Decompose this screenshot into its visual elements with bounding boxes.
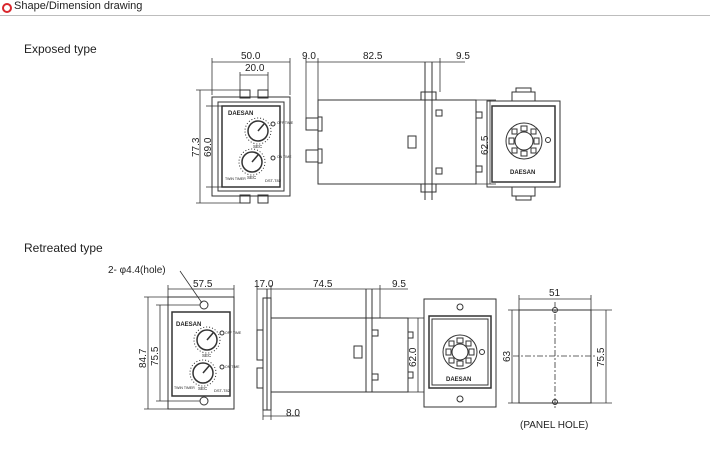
- retreated-socket-view: [423, 298, 497, 408]
- dim-exposed-height-690: 69.0: [203, 137, 214, 157]
- exposed-front-view: [211, 89, 291, 204]
- dim-retreated-side-745: 74.5: [313, 279, 333, 290]
- panel-hole-label: (PANEL HOLE): [520, 420, 588, 431]
- exposed-front-dims: [196, 58, 291, 204]
- exposed-lamp1-label: OFF TIME: [277, 121, 294, 125]
- dim-panel-hole-width: 51: [549, 288, 561, 299]
- retreated-lamp2-label: ON TIME: [225, 365, 240, 369]
- dim-retreated-width-575: 57.5: [193, 279, 213, 290]
- exposed-side-dims: [305, 58, 496, 185]
- retreated-unit2-label: SEC: [198, 386, 208, 391]
- retreated-socket-brand: DAESAN: [446, 377, 471, 383]
- retreated-type-label: Retreated type: [24, 241, 103, 255]
- section-title: Shape/Dimension drawing: [14, 0, 143, 12]
- exposed-side-view: [305, 62, 483, 200]
- header-divider: [0, 15, 710, 16]
- dim-retreated-height-755: 75.5: [150, 346, 161, 366]
- dim-retreated-height-847: 84.7: [138, 348, 149, 368]
- retreated-hole-note: 2- φ4.4(hole): [108, 265, 166, 276]
- dim-retreated-side-170: 17.0: [254, 279, 274, 290]
- section-header: Shape/Dimension drawing: [0, 0, 710, 16]
- hole-leader-line: [179, 270, 203, 304]
- exposed-unit2-label: SEC: [247, 175, 257, 180]
- retreated-model-right: DST-T82: [214, 388, 231, 393]
- exposed-model-right: DST-T82: [265, 178, 282, 183]
- dim-exposed-height-773: 77.3: [191, 137, 202, 157]
- dim-exposed-side-90: 9.0: [302, 51, 316, 62]
- panel-hole-view: [513, 302, 597, 410]
- exposed-unit1-label: SEC: [253, 144, 263, 149]
- retreated-lamp1-label: OFF TIME: [225, 331, 242, 335]
- dim-exposed-width-50: 50.0: [241, 51, 261, 62]
- exposed-model-left: TWIN TIMER: [225, 177, 246, 181]
- exposed-socket-view: [486, 87, 561, 201]
- dim-retreated-side-95: 9.5: [392, 279, 406, 290]
- exposed-socket-brand: DAESAN: [510, 170, 535, 176]
- retreated-front-view: [167, 296, 235, 410]
- exposed-lamp2-label: ON TIME: [277, 155, 292, 159]
- dim-retreated-side-620: 62.0: [408, 347, 419, 367]
- dim-exposed-side-625: 62.5: [480, 135, 491, 155]
- exposed-brand-label: DAESAN: [228, 111, 253, 117]
- dim-exposed-width-20: 20.0: [245, 63, 265, 74]
- exposed-type-label: Exposed type: [24, 42, 97, 56]
- panel-hole-dims: [508, 295, 612, 404]
- retreated-side-dims: [256, 285, 424, 420]
- retreated-side-view: [256, 289, 414, 411]
- retreated-front-dims: [144, 285, 235, 410]
- dim-panel-hole-height-63: 63: [502, 350, 513, 362]
- retreated-model-left: TWIN TIMER: [174, 386, 195, 390]
- dim-retreated-side-80: 8.0: [286, 408, 300, 419]
- retreated-brand-label: DAESAN: [176, 322, 201, 328]
- bullet-icon: [2, 3, 12, 13]
- retreated-unit1-label: SEC: [202, 353, 212, 358]
- dim-exposed-side-95: 9.5: [456, 51, 470, 62]
- dim-panel-hole-height-755: 75.5: [596, 347, 607, 367]
- dim-exposed-side-825: 82.5: [363, 51, 383, 62]
